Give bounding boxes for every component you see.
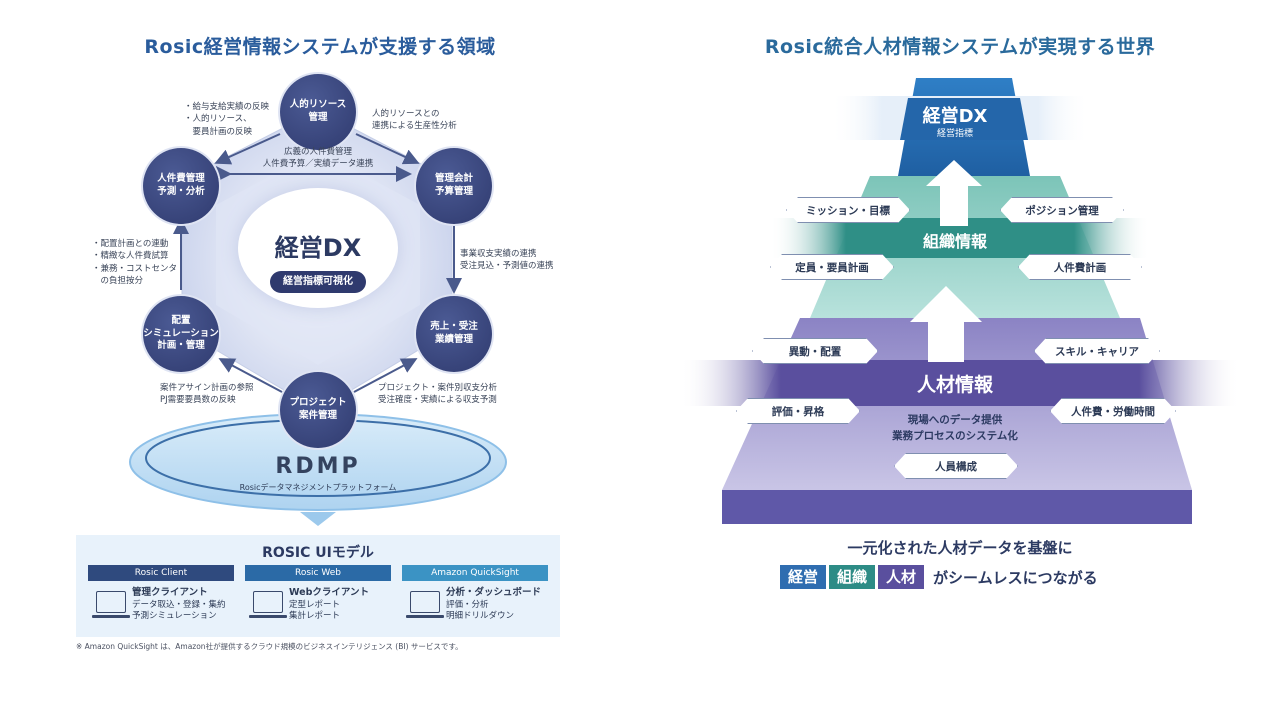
note-left-mid: ・配置計画との連動 ・精緻な人件費試算 ・兼務・コストセンタ の負担按分 [92, 239, 178, 286]
chip-tail: がシームレスにつながる [933, 568, 1098, 587]
chip-organization: 組織 [829, 565, 876, 589]
tag-composition: 人員構成 [894, 453, 1018, 479]
tag-labor-time: 人件費・労働時間 [1050, 398, 1176, 424]
note-top-right: 人的リソースとの 連携による生産性分析 [372, 109, 457, 132]
node-acct: 管理会計 予算管理 [416, 148, 492, 224]
laptop-icon [92, 591, 130, 618]
laptop-icon [249, 591, 287, 618]
tool-rosic-client: Rosic Client 管理クライアント データ取込・登録・集約 予測シミュレ… [88, 565, 234, 629]
tag-label: 定員・要員計画 [773, 257, 892, 278]
tag-label: 人件費・労働時間 [1053, 401, 1174, 422]
tag-transfer: 異動・配置 [752, 338, 878, 364]
tag-label: 異動・配置 [755, 341, 876, 362]
tool-line: 明細ドリルダウン [446, 611, 515, 622]
chip-talent: 人材 [878, 565, 925, 589]
center-circle: 経営DX 経営指標可視化 [238, 188, 398, 308]
tier-bottom-title: 人材情報 [916, 374, 993, 396]
tool-rosic-web: Rosic Web Webクライアント 定型レポート 集計レポート [245, 565, 391, 629]
tag-label: 評価・昇格 [739, 401, 858, 422]
tier-top-title: 経営DX [922, 106, 988, 127]
node-proj: プロジェクト 案件管理 [280, 372, 356, 448]
tool-line: 集計レポート [289, 611, 341, 622]
tool-quicksight: Amazon QuickSight 分析・ダッシュボード 評価・分析 明細ドリル… [402, 565, 548, 629]
tier-bottom-sub1: 現場へのデータ提供 [907, 414, 1003, 426]
tag-skill: スキル・キャリア [1034, 338, 1160, 364]
right-title: Rosic統合人材情報システムが実現する世界 [764, 36, 1156, 58]
note-bottom-right: プロジェクト・案件別収支分析 受注確度・実績による収支予測 [378, 383, 498, 406]
tier-mid-title: 組織情報 [922, 232, 987, 251]
rdmp-logo: RDMP [275, 454, 361, 479]
node-cost: 人件費管理 予測・分析 [143, 148, 219, 224]
tag-mission: ミッション・目標 [786, 197, 910, 223]
ui-model-panel [76, 535, 560, 637]
chip-row: 経営 組織 人材 がシームレスにつながる [780, 564, 1140, 590]
tag-position: ポジション管理 [1000, 197, 1124, 223]
center-pill: 経営指標可視化 [270, 271, 366, 293]
tag-label: ポジション管理 [1003, 200, 1122, 221]
tool-head: Rosic Client [88, 565, 234, 581]
tag-headcount: 定員・要員計画 [770, 254, 894, 280]
tool-title: 分析・ダッシュボード [446, 587, 542, 598]
tag-label: ミッション・目標 [789, 200, 908, 221]
tag-eval: 評価・昇格 [736, 398, 860, 424]
tool-title: Webクライアント [289, 587, 370, 598]
platform-label: Rosicデータマネジメントプラットフォーム [239, 483, 397, 492]
note-right-mid: 事業収支実績の連携 受注見込・予測値の連携 [460, 249, 554, 272]
note-top-left: ・給与支給実績の反映 ・人的リソース、 要員計画の反映 [184, 102, 270, 137]
tag-label: 人員構成 [897, 456, 1016, 477]
node-sim: 配置 シミュレーション 計画・管理 [143, 296, 219, 372]
node-hr: 人的リソース 管理 [280, 74, 356, 150]
tool-line: 予測シミュレーション [132, 611, 217, 622]
node-sales: 売上・受注 業績管理 [416, 296, 492, 372]
tool-head: Amazon QuickSight [402, 565, 548, 581]
footnote: ※ Amazon QuickSight は、Amazon社が提供するクラウド規模… [76, 642, 463, 651]
tag-labor-plan: 人件費計画 [1018, 254, 1142, 280]
tag-label: 人件費計画 [1021, 257, 1140, 278]
laptop-icon [406, 591, 444, 618]
ui-model-title: ROSIC UIモデル [262, 545, 374, 561]
note-bottom-left: 案件アサイン計画の参照 PJ需要要員数の反映 [160, 383, 254, 406]
tier-bottom-sub2: 業務プロセスのシステム化 [892, 430, 1018, 442]
right-caption: 一元化された人材データを基盤に [847, 539, 1073, 557]
note-mid-top: 広義の人件費管理 人件費予算／実績データ連携 [262, 147, 374, 170]
tag-label: スキル・キャリア [1037, 341, 1158, 362]
tier-top-sub: 経営指標 [936, 129, 973, 139]
left-title: Rosic経営情報システムが支援する領域 [144, 36, 496, 58]
chip-management: 経営 [780, 565, 827, 589]
tool-head: Rosic Web [245, 565, 391, 581]
tool-line: 定型レポート [289, 599, 341, 610]
tool-line: データ取込・登録・集約 [132, 599, 226, 610]
tool-title: 管理クライアント [132, 587, 208, 598]
center-title: 経営DX [274, 234, 362, 262]
tool-line: 評価・分析 [446, 599, 489, 610]
